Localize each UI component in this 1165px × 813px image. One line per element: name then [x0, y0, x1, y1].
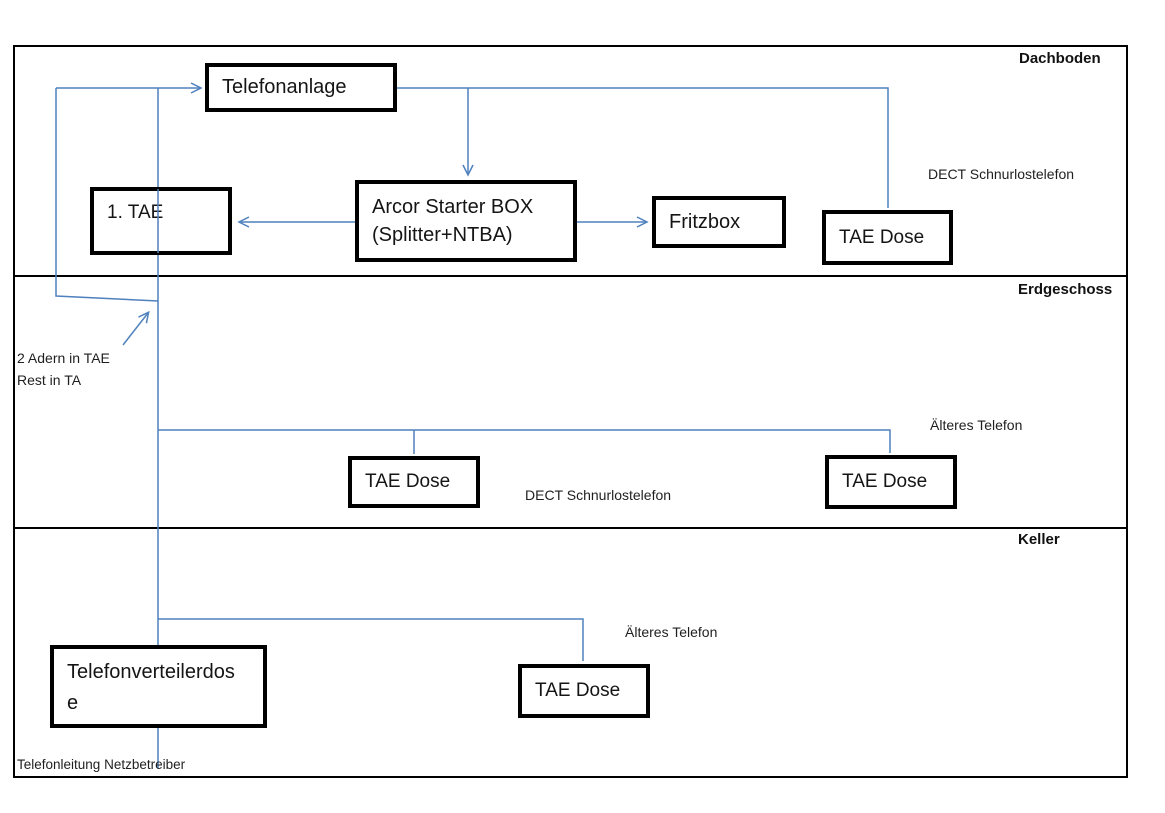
section-label-dachboden: Dachboden [1019, 50, 1101, 67]
node-tae-dose-erdgeschoss-rechts-label: TAE Dose [842, 471, 928, 492]
node-tae-dose-keller-label: TAE Dose [535, 680, 621, 701]
node-telefonanlage-label: Telefonanlage [222, 76, 347, 98]
node-telefonanlage: Telefonanlage [205, 63, 397, 112]
node-fritzbox: Fritzbox [652, 196, 786, 248]
node-tae-dose-dachboden-label: TAE Dose [839, 226, 925, 248]
node-erste-tae: 1. TAE [90, 187, 232, 255]
node-arcor-starter-box: Arcor Starter BOX (Splitter+NTBA) [355, 180, 577, 262]
node-tae-dose-dachboden: TAE Dose [822, 210, 953, 265]
section-label-erdgeschoss: Erdgeschoss [1018, 281, 1113, 298]
floor-divider-erdgeschoss-keller [13, 527, 1128, 529]
annotation-zwei-adern-in-tae: 2 Adern in TAE [17, 350, 110, 366]
node-arcor-label-line1: Arcor Starter BOX [372, 196, 534, 218]
section-label-keller: Keller [1018, 531, 1060, 548]
node-tae-dose-erdgeschoss-links: TAE Dose [348, 456, 480, 508]
node-fritzbox-label: Fritzbox [669, 210, 741, 233]
node-tae-dose-keller: TAE Dose [518, 664, 650, 718]
annotation-dect-schnurlostelefon-erdgeschoss: DECT Schnurlostelefon [525, 487, 672, 503]
annotation-aelteres-telefon-keller: Älteres Telefon [625, 624, 718, 640]
diagram-outer-frame [13, 45, 1128, 778]
annotation-rest-in-ta: Rest in TA [17, 372, 82, 388]
annotation-aelteres-telefon-erdgeschoss: Älteres Telefon [930, 417, 1023, 433]
floor-divider-dachboden-erdgeschoss [13, 275, 1128, 277]
node-telefonverteilerdose: Telefonverteilerdose [50, 645, 267, 728]
node-arcor-label-line2: (Splitter+NTBA) [372, 224, 513, 246]
annotation-telefonleitung-netzbetreiber: Telefonleitung Netzbetreiber [17, 757, 186, 772]
node-tae-dose-erdgeschoss-links-label: TAE Dose [365, 471, 451, 492]
node-erste-tae-label: 1. TAE [107, 202, 164, 223]
node-telefonverteilerdose-label: Telefonverteilerdose [67, 661, 235, 714]
annotation-dect-schnurlostelefon-dachboden: DECT Schnurlostelefon [928, 166, 1075, 182]
node-tae-dose-erdgeschoss-rechts: TAE Dose [825, 455, 957, 509]
